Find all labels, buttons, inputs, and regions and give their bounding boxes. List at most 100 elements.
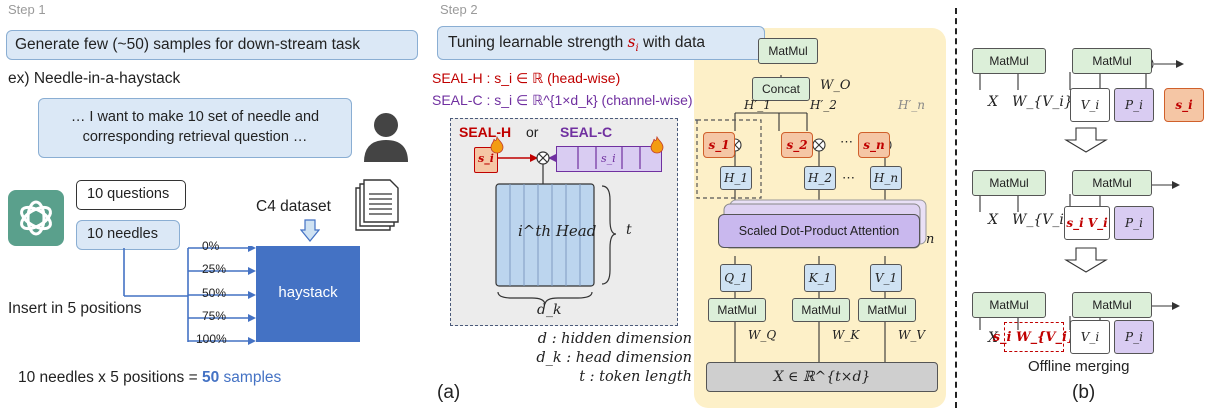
h1-box: H_1 (720, 166, 752, 190)
b-matmul-3b: MatMul (1072, 292, 1152, 318)
k1-box: K_1 (804, 264, 836, 292)
haystack-label: haystack (278, 284, 338, 301)
inset-drawing (495, 147, 641, 305)
questions-box: 10 questions (76, 180, 186, 210)
legend-head-dim: d_k : head dimension (536, 350, 692, 366)
inset-dk-label: d_k (537, 302, 562, 318)
sn-box: s_n (858, 132, 890, 158)
input-label: X ∈ ℝ^{t×d} (773, 369, 871, 385)
inset-s-channel-label: s_i (601, 152, 616, 165)
haystack-box: haystack (256, 246, 360, 342)
position-25: 25% (202, 262, 227, 276)
b-vi-3: V_i (1070, 320, 1110, 354)
panel-b-label: (b) (1072, 382, 1096, 403)
generate-text: Generate few (~50) samples for down-stre… (15, 36, 361, 53)
user-avatar-icon (364, 113, 408, 162)
b-matmul-2a: MatMul (972, 170, 1046, 196)
fire-icon (490, 136, 504, 154)
inset-sealh: SEAL-H (459, 124, 512, 140)
c4-label: C4 dataset (256, 198, 331, 215)
input-box: X ∈ ℝ^{t×d} (706, 362, 938, 392)
b-pi-3: P_i (1114, 320, 1154, 354)
matmul-q: MatMul (708, 298, 766, 322)
tuning-prefix: Tuning learnable strength (448, 34, 628, 51)
v1-box: V_1 (870, 264, 902, 292)
b-wv-1: W_{V_i} (1012, 94, 1073, 110)
insert-arrows (123, 246, 256, 345)
prompt-line1: … I want to make 10 set of needle and (70, 109, 320, 125)
hn-prime: H′_n (898, 98, 925, 112)
matmul-v: MatMul (858, 298, 916, 322)
documents-stack-icon (355, 179, 399, 231)
n-label: n (926, 232, 935, 247)
step1-label: Step 1 (8, 2, 46, 17)
b-matmul-2b: MatMul (1072, 170, 1152, 196)
b-si-1: s_i (1164, 88, 1204, 122)
matmul-k: MatMul (792, 298, 850, 322)
b-pi-1: P_i (1114, 88, 1154, 122)
b-vi-1: V_i (1070, 88, 1110, 122)
b-x-2: X (988, 212, 998, 228)
legend-token-length: t : token length (579, 369, 692, 385)
b-x-1: X (988, 94, 998, 110)
matmul-top: MatMul (758, 38, 818, 64)
position-0: 0% (202, 239, 220, 253)
fire-icon (650, 136, 664, 154)
b-x-3: X (988, 330, 998, 346)
s2-box: s_2 (781, 132, 813, 158)
offline-merging: Offline merging (1028, 358, 1130, 375)
hn-box: H_n (870, 166, 902, 190)
position-75: 75% (202, 309, 227, 323)
samples-equation: 10 needles x 5 positions = 50 samples (18, 369, 281, 387)
down-arrow-icon (300, 219, 320, 242)
tuning-var: s (627, 33, 636, 51)
legend-hidden-dim: d : hidden dimension (537, 331, 692, 347)
equation-number: 50 (201, 369, 220, 386)
inset-sealc: SEAL-C (560, 124, 613, 140)
h1-prime: H′_1 (744, 98, 771, 112)
divider (955, 8, 957, 408)
sealc-line: SEAL-C : s_i ∈ ℝ^{1×d_k} (channel-wise) (432, 92, 693, 108)
needles-box: 10 needles (76, 220, 180, 250)
wv-label: W_V (898, 328, 925, 342)
equation-prefix: 10 needles x 5 positions = (18, 369, 202, 386)
panel-a-label: (a) (437, 382, 461, 403)
b-matmul-3a: MatMul (972, 292, 1046, 318)
sealh-line: SEAL-H : s_i ∈ ℝ (head-wise) (432, 70, 621, 86)
tuning-suffix: with data (638, 34, 706, 51)
ellipsis-h: ⋯ (842, 170, 855, 185)
tuning-text: Tuning learnable strength si with data (448, 33, 705, 54)
example-title: ex) Needle-in-a-haystack (8, 70, 181, 87)
b-wv-2: W_{V_i} (1012, 212, 1073, 228)
tuning-sub: i (635, 43, 639, 55)
wk-label: W_K (832, 328, 860, 342)
openai-logo-icon (8, 190, 64, 246)
inset-s-head-label: s_i (478, 152, 494, 165)
equation-suffix: samples (219, 369, 282, 386)
ellipsis-s: ⋯ (840, 134, 853, 149)
insert-label: Insert in 5 positions (8, 300, 142, 317)
legend: d : hidden dimension d_k : head dimensio… (458, 330, 692, 387)
concat-box: Concat (752, 77, 810, 101)
generate-box: Generate few (~50) samples for down-stre… (6, 30, 418, 60)
b-pi-2: P_i (1114, 206, 1154, 240)
position-50: 50% (202, 286, 227, 300)
prompt-line2: corresponding retrieval question … (82, 129, 308, 145)
inset-head-label: i^th Head (518, 222, 597, 240)
b-svi-2: s_i V_i (1064, 206, 1110, 240)
tuning-box: Tuning learnable strength si with data (437, 26, 765, 60)
b-matmul-1a: MatMul (972, 48, 1046, 74)
questions-label: 10 questions (87, 186, 170, 202)
attention-box: Scaled Dot-Product Attention (718, 214, 920, 248)
position-100: 100% (196, 332, 227, 346)
step2-label: Step 2 (440, 2, 478, 17)
h2-box: H_2 (804, 166, 836, 190)
prompt-bubble: … I want to make 10 set of needle and co… (38, 98, 352, 158)
wo-label: W_O (820, 78, 851, 93)
b-swv-3: s_i W_{V_i} (993, 322, 1075, 352)
inset-t-label: t (626, 222, 632, 238)
b-matmul-1b: MatMul (1072, 48, 1152, 74)
inset-s-channel-box: s_i (556, 146, 662, 172)
q1-box: Q_1 (720, 264, 752, 292)
